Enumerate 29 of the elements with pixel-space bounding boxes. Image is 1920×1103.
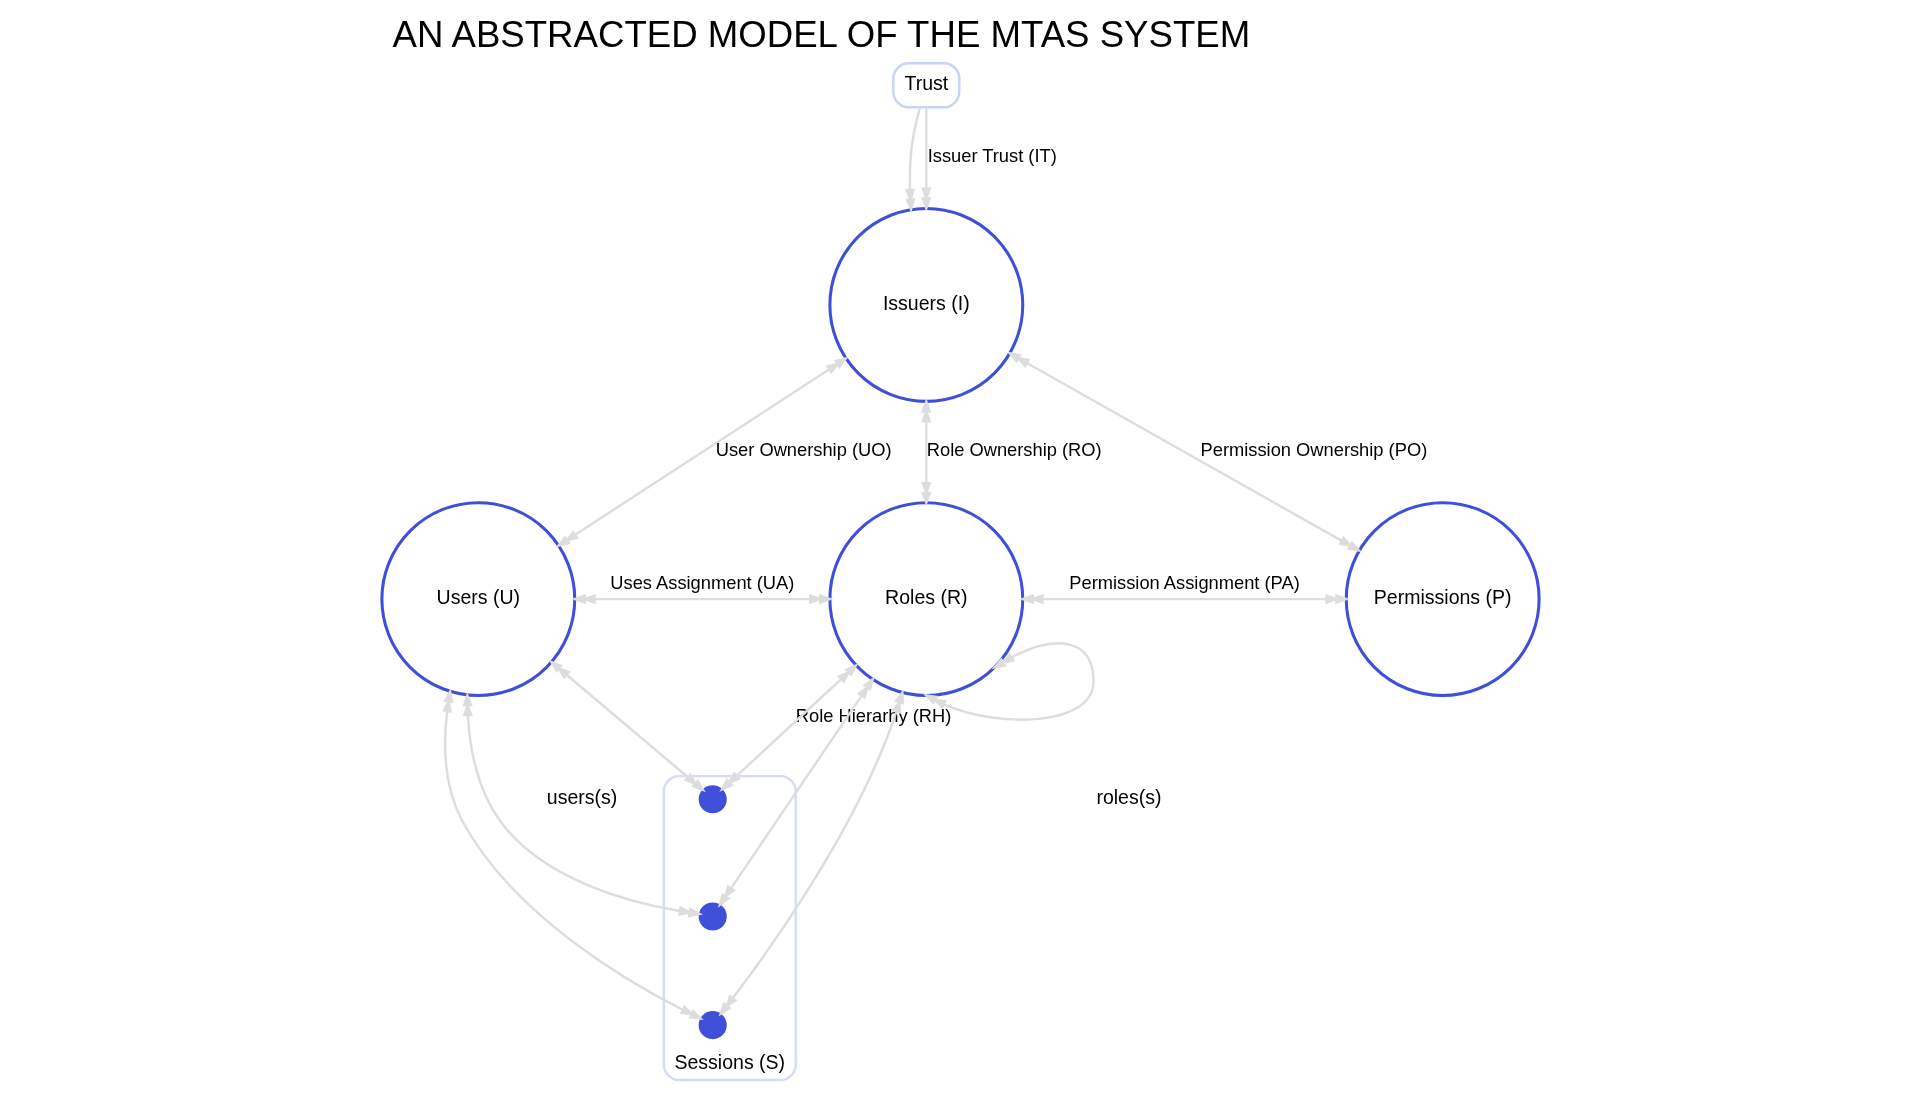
edge-label: Permission Ownership (PO) bbox=[1200, 439, 1427, 461]
node-circle bbox=[698, 902, 727, 931]
node-circle bbox=[698, 785, 727, 814]
node-box: Trust bbox=[891, 62, 960, 109]
arrow bbox=[1006, 351, 1362, 553]
arrow bbox=[461, 691, 703, 918]
arrow bbox=[555, 356, 849, 548]
arrow bbox=[920, 397, 931, 507]
arrow bbox=[441, 687, 704, 1020]
edge-label: User Ownership (UO) bbox=[715, 439, 892, 461]
arrow bbox=[548, 659, 706, 793]
edge-label: Permission Assignment (PA) bbox=[1068, 572, 1300, 594]
arrow bbox=[719, 663, 858, 792]
node-circle bbox=[698, 1011, 727, 1040]
arrow bbox=[1018, 593, 1350, 605]
arrow bbox=[904, 107, 921, 214]
edge-label: Uses Assignment (UA) bbox=[609, 572, 794, 594]
node-circle: Users (U) bbox=[379, 501, 576, 698]
edge-label: Role Ownership (RO) bbox=[926, 439, 1102, 461]
arrow bbox=[922, 642, 1095, 721]
label: users(s) bbox=[546, 785, 617, 808]
arrow bbox=[920, 107, 931, 212]
diagram-title: AN ABSTRACTED MODEL OF THE MTAS SYSTEM bbox=[391, 14, 1250, 56]
edge-label: Issuer Trust (IT) bbox=[927, 145, 1057, 167]
arrow bbox=[718, 689, 904, 1017]
label: roles(s) bbox=[1095, 785, 1161, 808]
edge-label: Role Hierarhy (RH) bbox=[795, 704, 951, 726]
arrow bbox=[717, 676, 875, 908]
arrow bbox=[570, 593, 834, 605]
